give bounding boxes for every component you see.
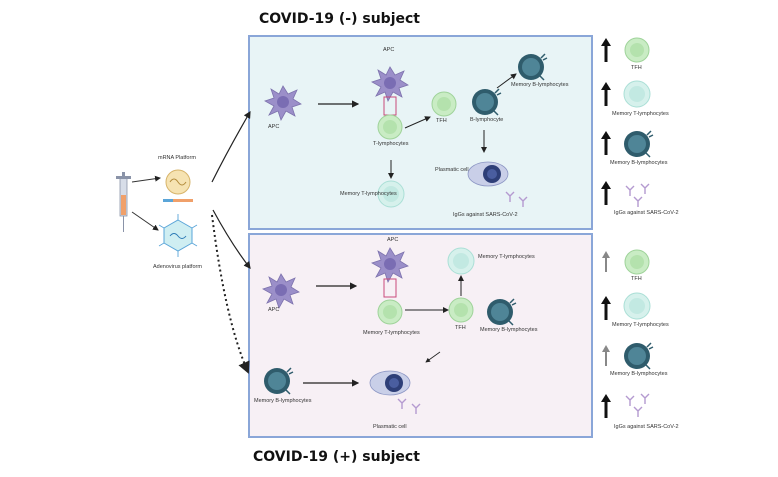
memory-b-cell-top [517, 53, 548, 81]
apc-label-bottom-center: APC [387, 237, 399, 243]
tfh-label-top: TFH [436, 118, 447, 124]
mrna-platform-label: mRNA Platform [158, 155, 196, 161]
adenovirus-icon [158, 214, 198, 257]
side-arrow-iggs-top [601, 181, 611, 205]
tfh-cell-bottom [448, 297, 474, 323]
top-title: COVID-19 (-) subject [259, 11, 420, 27]
bottom-title: COVID-19 (+) subject [253, 449, 420, 465]
side-arrow-memory-b-bottom [602, 345, 610, 366]
syringe-icon [116, 172, 131, 232]
covid-positive-panel [248, 233, 593, 438]
side-label-memory-t-bottom: Memory T-lymphocytes [612, 322, 669, 328]
igg-antibody-bottom-2 [411, 403, 421, 415]
mrna-platform-icon [163, 169, 193, 202]
side-label-memory-b-bottom: Memory B-lymphocytes [610, 371, 668, 377]
adenovirus-platform-label: Adenovirus platform [153, 264, 202, 270]
side-label-tfh-top: TFH [631, 65, 642, 71]
side-memory-b-cell-top [623, 130, 654, 158]
memory-t-cell-bottom-center [377, 299, 403, 325]
side-tfh-cell-top [624, 37, 650, 63]
side-label-iggs-bottom: IgGs against SARS-CoV-2 [614, 424, 679, 430]
side-igg-bottom-3 [633, 406, 643, 418]
t-lymphocytes-label-top: T-lymphocytes [373, 141, 409, 147]
side-igg-bottom-1 [625, 395, 635, 407]
side-memory-t-cell-top [623, 80, 651, 108]
memory-t-cell-bottom-top [447, 247, 475, 275]
apc-label-top-center: APC [383, 47, 395, 53]
side-igg-top-3 [633, 196, 643, 208]
apc-cell-bottom-left [262, 273, 300, 309]
side-arrow-memory-t-top [601, 82, 611, 106]
plasmatic-cell-label-top: Plasmatic cell [435, 167, 469, 173]
side-igg-top-2 [640, 183, 650, 195]
tfh-cell-top [431, 91, 457, 117]
memory-b-label-top: Memory B-lymphocytes [511, 82, 569, 88]
memory-t-label-bottom-center: Memory T-lymphocytes [363, 330, 420, 336]
side-arrow-tfh-top [601, 38, 611, 62]
igg-antibody-bottom [397, 398, 407, 410]
side-igg-bottom-2 [640, 393, 650, 405]
side-memory-b-cell-bottom [623, 342, 654, 370]
tfh-label-bottom: TFH [455, 325, 466, 331]
side-tfh-cell-bottom [624, 249, 650, 275]
igg-antibody-top-2 [518, 196, 528, 208]
side-arrow-memory-t-bottom [601, 296, 611, 320]
apc-cell-top-left [264, 85, 302, 121]
plasmatic-cell-bottom [369, 370, 411, 396]
b-lymphocyte-label-top: B-lymphocyte [470, 117, 504, 123]
side-igg-top-1 [625, 185, 635, 197]
side-arrow-tfh-bottom [602, 251, 610, 272]
apc-cell-bottom-center [371, 247, 409, 283]
memory-t-label-bottom-top: Memory T-lymphocytes [478, 254, 535, 260]
side-memory-t-cell-bottom [623, 292, 651, 320]
memory-b-cell-bottom-left [263, 367, 294, 395]
apc-label-bottom-left: APC [268, 307, 280, 313]
t-lymphocyte-cell-top [377, 114, 403, 140]
side-label-tfh-bottom: TFH [631, 276, 642, 282]
igg-antibody-top [505, 191, 515, 203]
side-arrow-iggs-bottom [601, 394, 611, 418]
plasmatic-cell-top [467, 161, 509, 187]
apc-cell-top-center [371, 66, 409, 102]
memory-t-label-top: Memory T-lymphocytes [340, 191, 397, 197]
side-label-memory-b-top: Memory B-lymphocytes [610, 160, 668, 166]
memory-b-label-bottom-right: Memory B-lymphocytes [480, 327, 538, 333]
side-label-iggs-top: IgGs against SARS-CoV-2 [614, 210, 679, 216]
apc-label-top-left: APC [268, 124, 280, 130]
plasmatic-cell-label-bottom: Plasmatic cell [373, 424, 407, 430]
b-lymphocyte-cell-top [471, 88, 502, 116]
side-arrow-memory-b-top [601, 131, 611, 155]
iggs-label-top: IgGs against SARS-CoV-2 [453, 212, 518, 218]
memory-b-label-bottom-left: Memory B-lymphocytes [254, 398, 312, 404]
side-label-memory-t-top: Memory T-lymphocytes [612, 111, 669, 117]
memory-b-cell-bottom-right [486, 298, 517, 326]
